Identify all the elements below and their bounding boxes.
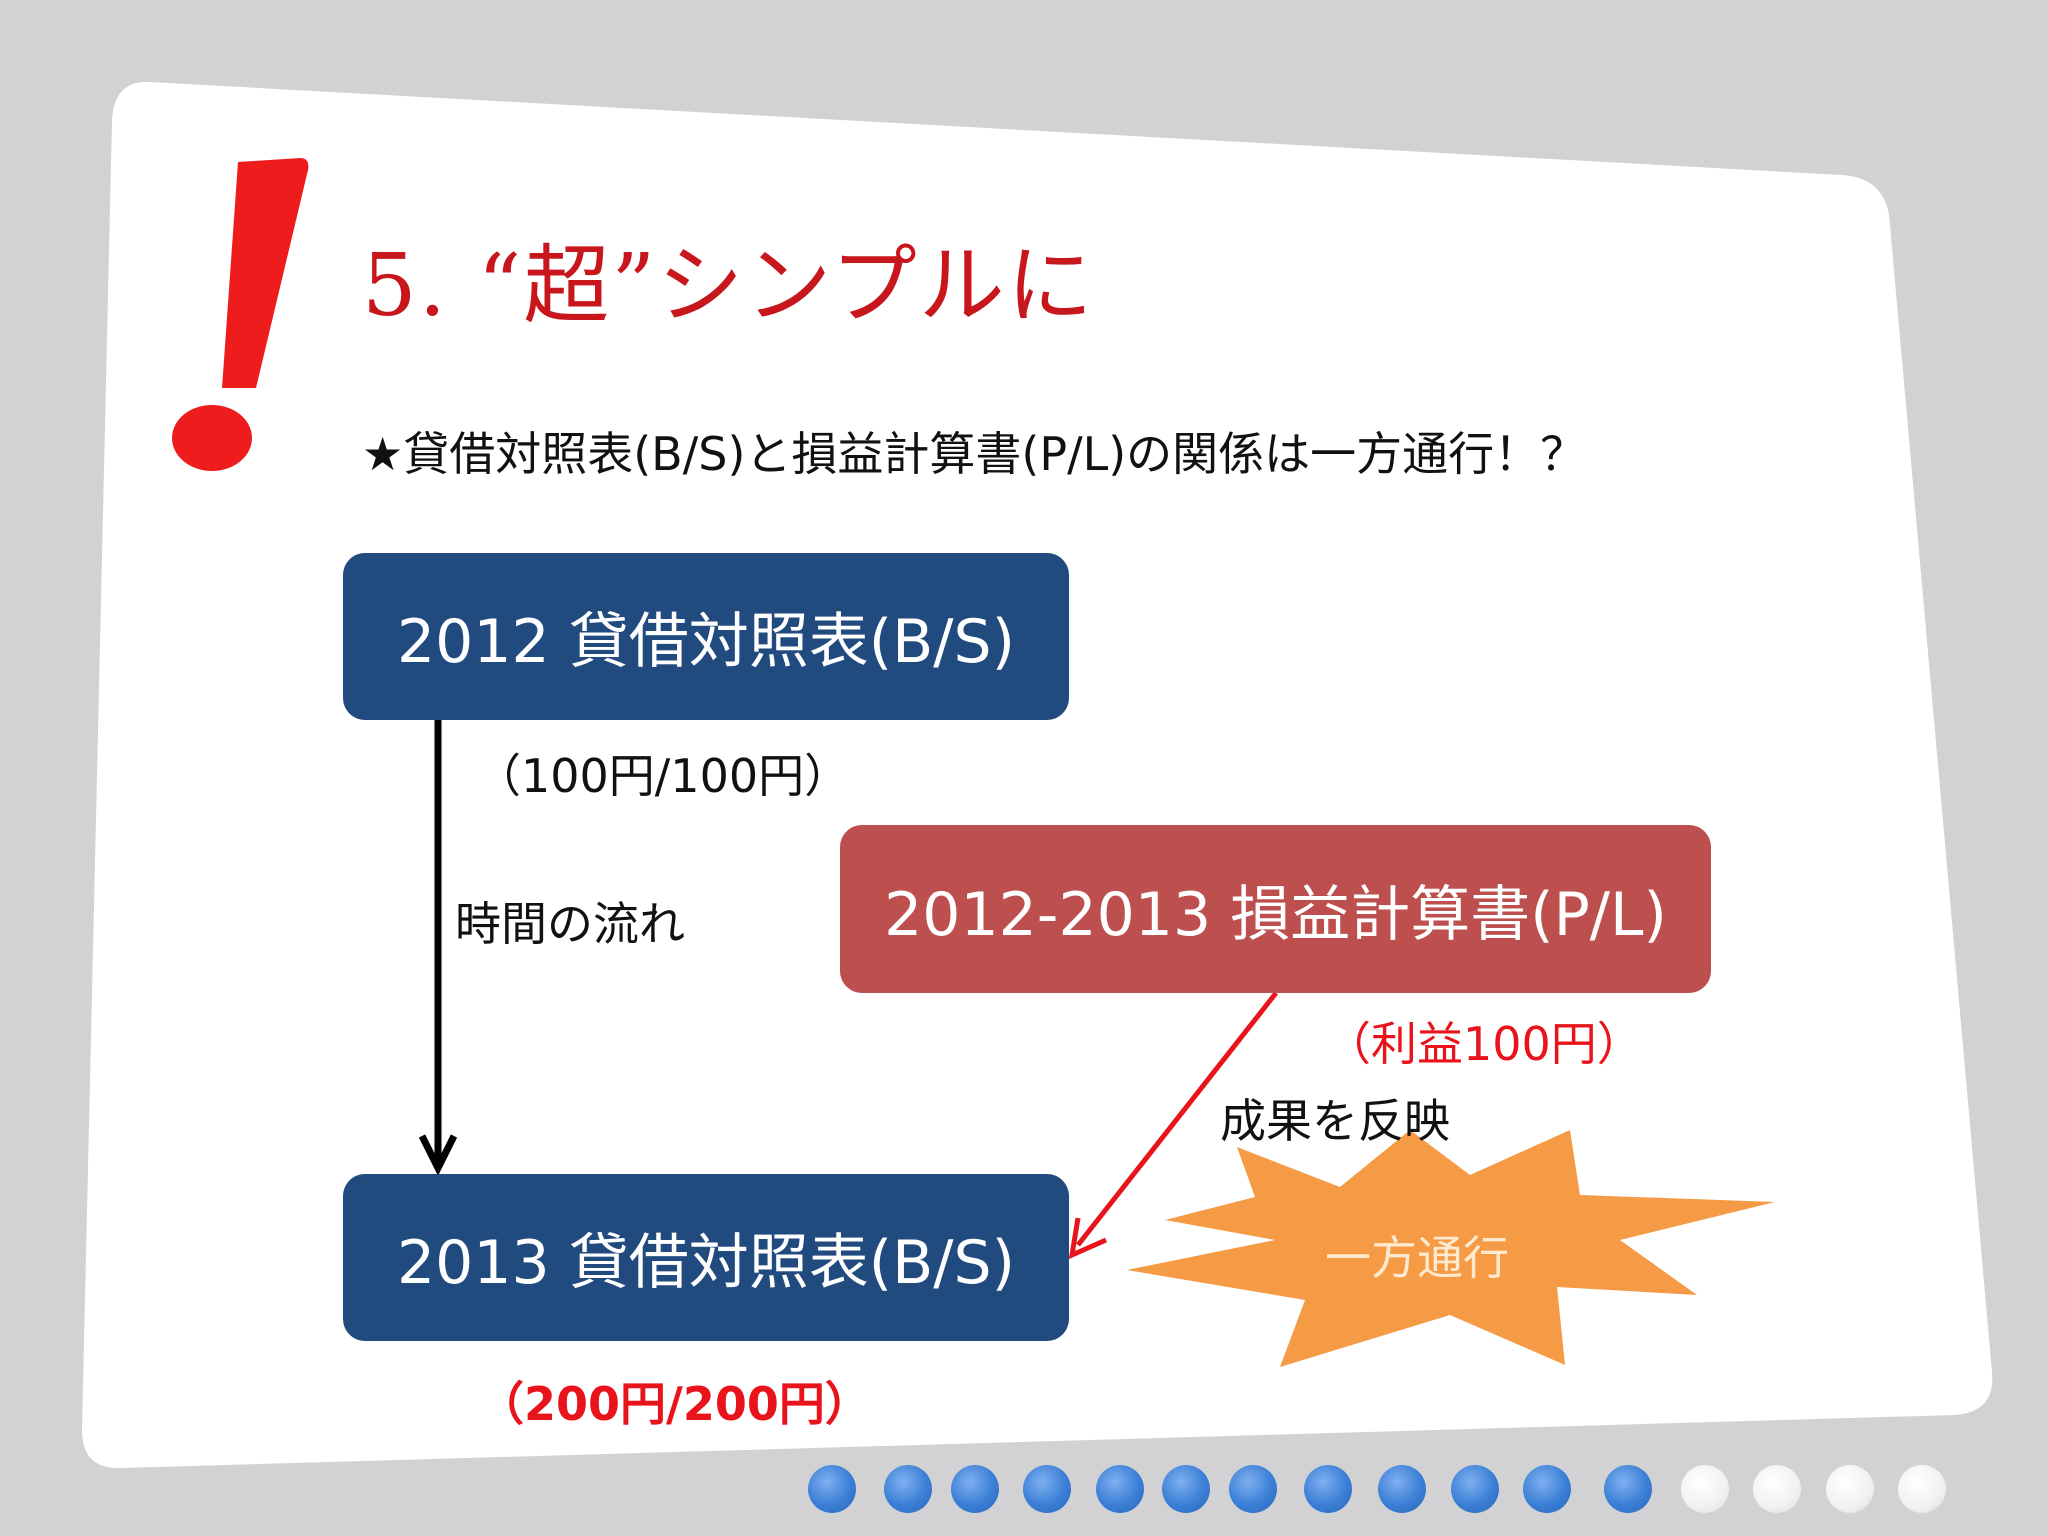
bs-2013-value: （200円/200円） [478, 1377, 871, 1431]
progress-dot[interactable] [1681, 1465, 1729, 1513]
progress-dot[interactable] [808, 1465, 856, 1513]
progress-dot[interactable] [1023, 1465, 1071, 1513]
page-title: 5. “超”シンプルに [362, 236, 1095, 336]
time-flow-arrow-head [418, 1134, 458, 1176]
progress-dot[interactable] [1378, 1465, 1426, 1513]
progress-dot[interactable] [884, 1465, 932, 1513]
reflect-arrow-head [1068, 1217, 1108, 1260]
progress-dot[interactable] [1304, 1465, 1352, 1513]
progress-dot[interactable] [1898, 1465, 1946, 1513]
reflect-label: 成果を反映 [1220, 1094, 1450, 1148]
progress-dot[interactable] [1162, 1465, 1210, 1513]
progress-dot[interactable] [1826, 1465, 1874, 1513]
progress-dot[interactable] [1753, 1465, 1801, 1513]
exclamation-icon [172, 158, 309, 471]
pl-2012-2013-box: 2012-2013 損益計算書(P/L) [840, 825, 1711, 993]
reflect-arrow [1076, 991, 1278, 1247]
progress-dot[interactable] [1523, 1465, 1571, 1513]
bs-2012-box: 2012 貸借対照表(B/S) [343, 553, 1069, 720]
bs-2013-box: 2013 貸借対照表(B/S) [343, 1174, 1069, 1341]
one-way-label: 一方通行 [1325, 1231, 1509, 1285]
profit-label: （利益100円） [1325, 1017, 1643, 1071]
burst-shape [1127, 1130, 1775, 1367]
progress-dot[interactable] [1451, 1465, 1499, 1513]
progress-dot[interactable] [1229, 1465, 1277, 1513]
bs-2012-value: （100円/100円） [475, 749, 851, 803]
progress-dot[interactable] [1604, 1465, 1652, 1513]
progress-dot[interactable] [1096, 1465, 1144, 1513]
time-flow-label: 時間の流れ [455, 897, 685, 951]
slide-subtitle: ★貸借対照表(B/S)と損益計算書(P/L)の関係は一方通行！？ [362, 427, 1587, 481]
progress-dot[interactable] [951, 1465, 999, 1513]
